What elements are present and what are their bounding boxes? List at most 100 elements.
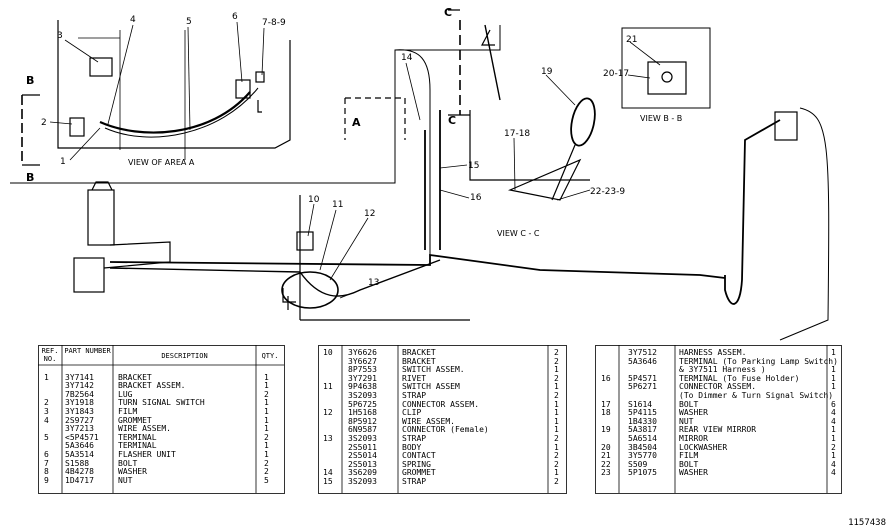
description-cell: HARNESS ASSEM. <box>679 348 747 357</box>
part-number-cell: 2S5011 <box>348 442 377 452</box>
qty-cell: 1 <box>264 424 269 434</box>
qty-cell: 4 <box>831 468 836 478</box>
part-number-cell: <5P4571 <box>65 432 99 442</box>
description-cell: BRACKET ASSEM. <box>118 381 186 391</box>
qty-cell: 1 <box>554 442 559 452</box>
part-number-cell: 3Y7291 <box>348 373 377 383</box>
description-cell: SWITCH ASSEM. <box>402 365 465 375</box>
part-number-cell: 3Y7141 <box>65 372 94 382</box>
film-decal <box>89 57 113 77</box>
qty-cell: 4 <box>831 408 836 418</box>
description-cell: TERMINAL <box>118 441 157 451</box>
qty-cell: 1 <box>554 399 559 409</box>
qty-cell: 2 <box>264 458 269 468</box>
qty-cell: 1 <box>554 365 559 375</box>
description-cell: STRAP <box>402 477 427 486</box>
turn-signal-switch <box>69 117 85 137</box>
callout-17-18: 17-18 <box>504 129 530 139</box>
part-number-cell: 5A6514 <box>628 434 657 443</box>
qty-cell: 2 <box>554 391 559 400</box>
description-cell: WASHER <box>118 467 147 477</box>
part-number-cell: S509 <box>628 459 648 469</box>
description-cell: NUT <box>679 416 694 426</box>
description-cell: CONNECTOR (Female) <box>402 425 489 435</box>
part-number-cell: 4B4278 <box>65 467 94 477</box>
qty-cell: 5 <box>264 475 269 485</box>
callout-16: 16 <box>470 193 482 203</box>
part-number-cell: 5P4571 <box>628 373 657 383</box>
description-cell: BRACKET <box>402 356 436 366</box>
qty-cell: 2 <box>831 442 836 452</box>
qty-cell: 1 <box>831 451 836 461</box>
qty-cell: 1 <box>831 382 836 392</box>
description-cell: GROMMET <box>402 468 436 478</box>
table-row: (To Dimmer & Turn Signal Switch) <box>595 392 843 401</box>
part-number-cell: 1H5168 <box>348 408 377 418</box>
part-number-cell: 3S6209 <box>348 468 377 478</box>
ref-cell: 9 <box>44 475 49 485</box>
description-cell: SPRING <box>402 459 431 469</box>
description-cell: LUG <box>118 389 133 399</box>
part-number-cell: 3Y1918 <box>65 398 94 408</box>
part-number-cell: 5P6725 <box>348 399 377 409</box>
callout-21: 21 <box>626 35 637 45</box>
qty-cell: 1 <box>264 372 269 382</box>
ref-cell: 5 <box>44 432 49 442</box>
description-cell: & 3Y7511 Harness ) <box>679 365 766 375</box>
description-cell: CONNECTOR ASSEM. <box>402 399 480 409</box>
part-number-cell: 8P7553 <box>348 365 377 375</box>
description-cell: GROMMET <box>118 415 152 425</box>
description-cell: BRACKET <box>118 372 152 382</box>
description-cell: CONTACT <box>402 451 436 461</box>
description-cell: FILM <box>118 407 138 416</box>
table-row: 8P7553 SWITCH ASSEM. 1 <box>318 366 568 375</box>
part-number-cell: 3S2093 <box>348 434 377 443</box>
section-c-top: C <box>444 6 452 19</box>
ref-cell: 10 <box>323 348 333 357</box>
part-number-cell: 3Y7142 <box>65 381 94 391</box>
description-cell: LOCKWASHER <box>679 442 728 452</box>
table-row: 5P6725 CONNECTOR ASSEM. 1 <box>318 399 568 410</box>
part-number-cell: 3Y7213 <box>65 424 94 434</box>
ref-cell: 20 <box>601 442 611 452</box>
callout-12: 12 <box>364 209 375 219</box>
rear-view-mirror <box>570 97 596 147</box>
part-number-cell: 3Y5770 <box>628 451 657 461</box>
part-number-cell: 6N9587 <box>348 425 377 435</box>
ref-cell: 16 <box>601 373 611 383</box>
qty-cell: 1 <box>554 408 559 418</box>
ref-cell: 11 <box>323 382 333 392</box>
part-number-cell: 8P5912 <box>348 416 377 426</box>
qty-cell: 1 <box>831 434 836 443</box>
ref-cell: 6 <box>44 450 49 459</box>
callout-2: 2 <box>41 118 47 128</box>
qty-cell: 1 <box>831 425 836 435</box>
ref-cell: 12 <box>323 408 333 418</box>
qty-cell: 2 <box>264 467 269 477</box>
part-number-cell: 5A3514 <box>65 450 94 459</box>
description-cell: MIRROR <box>679 434 708 443</box>
description-cell: STRAP <box>402 391 427 400</box>
table-row: 6N9587 CONNECTOR (Female)1 <box>318 426 568 435</box>
table-row: 5P6271 CONNECTOR ASSEM.1 <box>595 383 843 392</box>
ref-cell: 3 <box>44 407 49 416</box>
ref-cell: 2 <box>44 398 49 408</box>
callout-15: 15 <box>468 161 479 171</box>
description-cell: REAR VIEW MIRROR <box>679 425 757 435</box>
